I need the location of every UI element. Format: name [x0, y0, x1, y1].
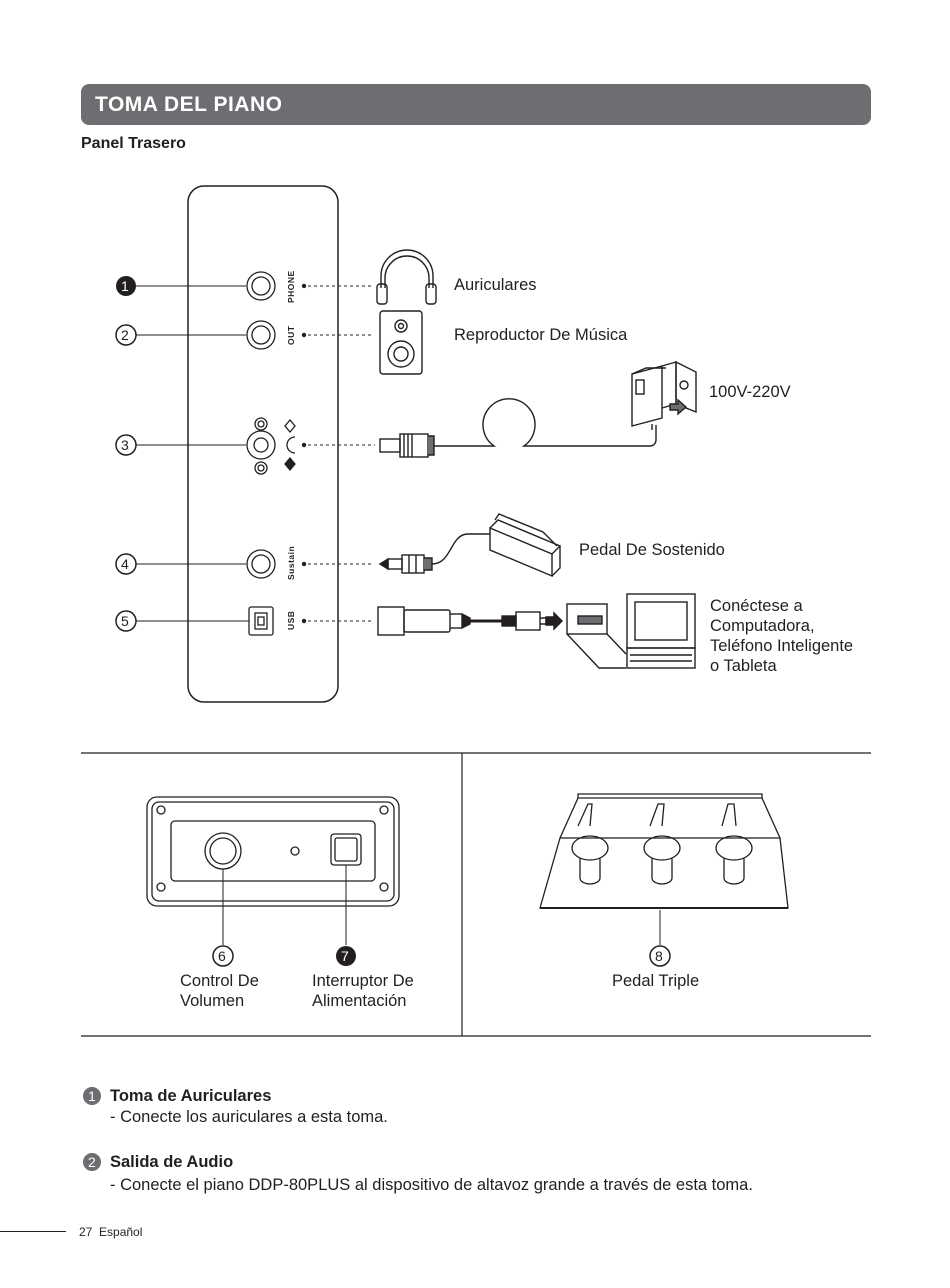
callout-2: [115, 324, 246, 346]
page-language: Español: [99, 1225, 143, 1239]
sustain-jack: [246, 549, 276, 579]
port-label-usb: USB: [286, 610, 296, 630]
footer-rule: [0, 1231, 66, 1232]
callout-1: [116, 276, 246, 296]
speaker-icon: [379, 310, 423, 375]
device-label-power: 100V-220V: [709, 383, 791, 401]
desc-num-2: 2: [88, 1154, 96, 1170]
callout-8: [649, 945, 671, 967]
callout-4: [115, 553, 246, 575]
page-footer: 27 Español: [79, 1225, 142, 1239]
front-panel-outline: [146, 796, 400, 907]
rear-panel-outline: [187, 185, 339, 703]
caption-triple-pedal: Pedal Triple: [612, 972, 700, 990]
desc-title-2: Salida de Audio: [110, 1153, 234, 1171]
callout-5: [115, 610, 249, 632]
headphones-icon: [376, 249, 437, 305]
callout-num-3: 3: [121, 437, 129, 453]
desc-num-1: 1: [88, 1088, 96, 1104]
callout-num-5: 5: [121, 613, 129, 629]
desc-title-1: Toma de Auriculares: [110, 1087, 272, 1105]
callout-num-2: 2: [121, 327, 129, 343]
desc-bullet-2: [83, 1153, 101, 1171]
laptop-icon: [566, 593, 696, 669]
volume-knob: [204, 832, 242, 870]
panel-subtitle: Panel Trasero: [81, 135, 186, 152]
out-jack: [246, 320, 276, 350]
callout-6: [212, 945, 234, 967]
port-label-out: OUT: [286, 325, 296, 345]
callout-num-4: 4: [121, 556, 129, 572]
desc-text-1: - Conecte los auriculares a esta toma.: [110, 1108, 388, 1126]
triple-pedal-icon: [539, 793, 789, 909]
callout-num-7: 7: [341, 948, 349, 964]
desc-text-2: - Conecte el piano DDP-80PLUS al disposi…: [110, 1176, 753, 1194]
sustain-pedal-icon: [489, 513, 562, 578]
page-number: 27: [79, 1225, 93, 1239]
usb-cable-icon: [377, 606, 563, 636]
port-label-sustain: Sustain: [286, 545, 296, 580]
usb-port: [248, 606, 274, 636]
device-label-computer: Conéctese a Computadora, Teléfono Inteli…: [710, 597, 854, 675]
callout-num-1: 1: [121, 278, 129, 294]
phone-jack: [246, 271, 276, 301]
dc-jack: [246, 417, 276, 475]
dc-plug-icon: [379, 398, 657, 458]
device-label-headphones: Auriculares: [454, 276, 537, 294]
device-label-sustain-pedal: Pedal De Sostenido: [579, 541, 725, 559]
device-label-music-player: Reproductor De Música: [454, 326, 628, 344]
section-header-bar: [81, 84, 871, 125]
callout-7: [336, 946, 356, 966]
callout-num-6: 6: [218, 948, 226, 964]
callout-3: [115, 434, 246, 456]
polarity-icon: [284, 418, 296, 472]
section-title: TOMA DEL PIANO: [95, 93, 283, 116]
desc-bullet-1: [83, 1087, 101, 1105]
port-label-phone: PHONE: [286, 270, 296, 303]
power-switch: [330, 833, 362, 866]
power-adapter-icon: [631, 360, 697, 430]
sustain-plug-icon: [378, 533, 490, 574]
callout-num-8: 8: [655, 948, 663, 964]
power-led-icon: [290, 846, 300, 856]
